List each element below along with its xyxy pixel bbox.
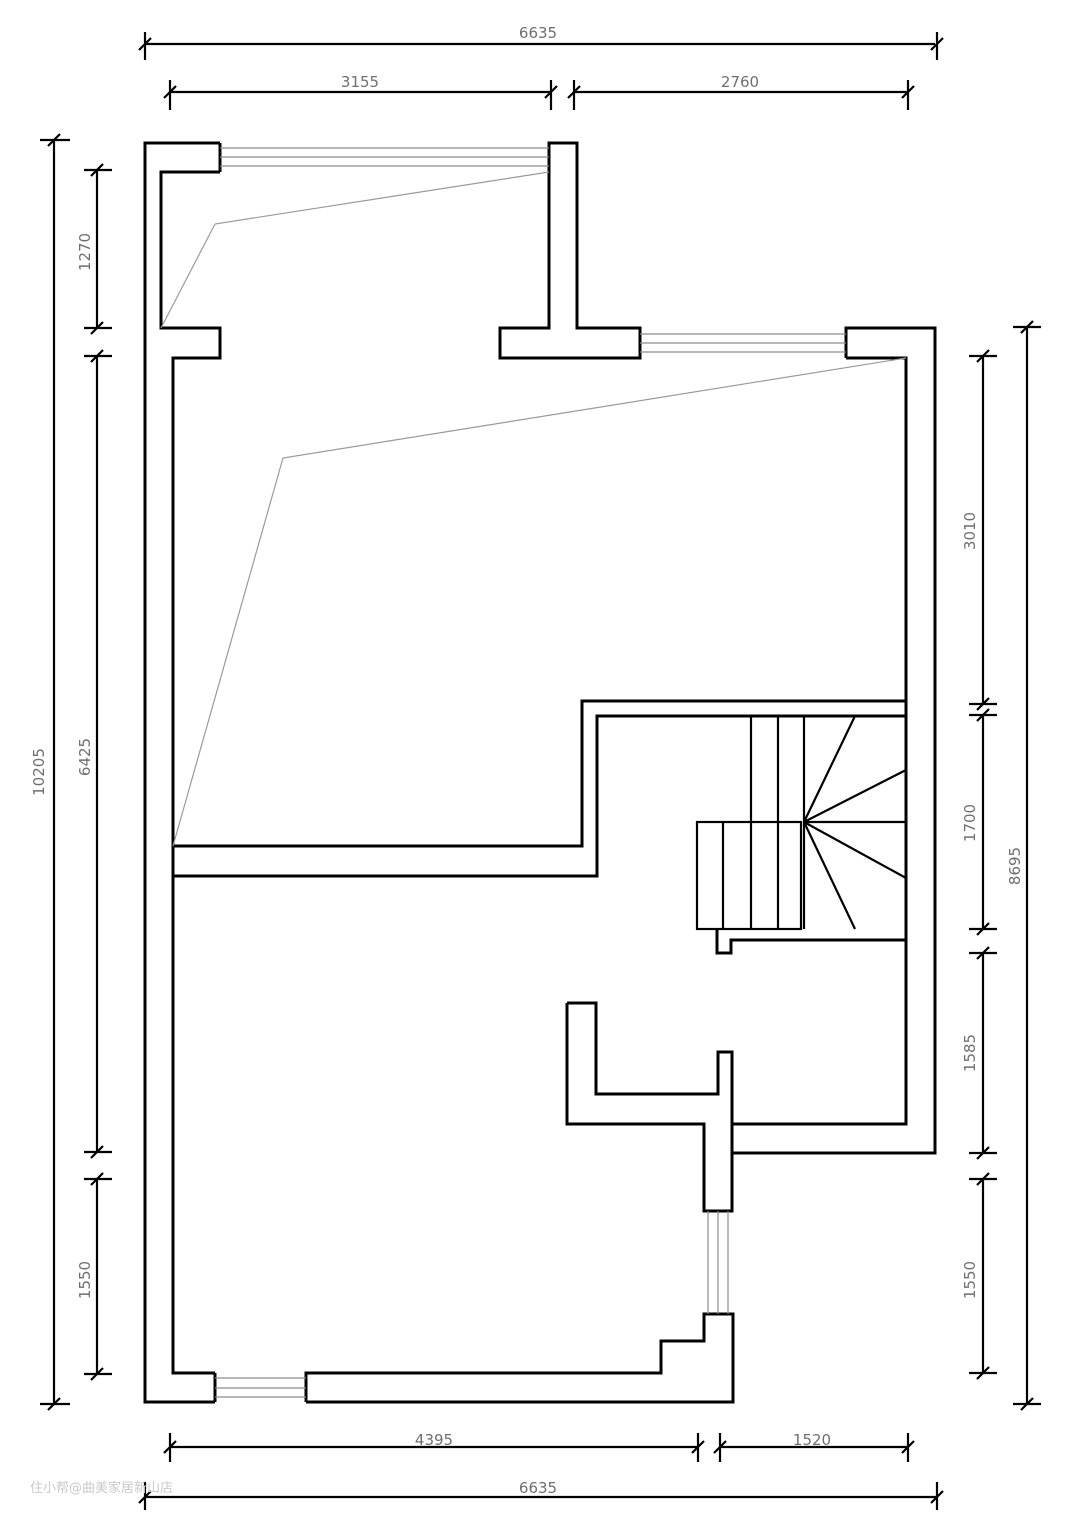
dim-left-top: 1270 (76, 233, 94, 271)
middle-partition (173, 699, 906, 848)
staircase (695, 715, 907, 931)
left-interior-wall-line (159, 170, 222, 1375)
left-exterior-wall (143, 141, 220, 1404)
dim-left-bottom: 1550 (76, 1261, 94, 1299)
dim-left-total: 10205 (30, 748, 48, 796)
dim-right-1: 3010 (961, 512, 979, 550)
middle-partition-inner (173, 714, 906, 878)
dim-left-middle: 6425 (76, 738, 94, 776)
right-exterior-wall (733, 326, 937, 1155)
walls (143, 141, 937, 1404)
dim-right-4: 1550 (961, 1261, 979, 1299)
right-interior-wall-line (733, 356, 908, 1126)
dim-top-right: 2760 (721, 73, 759, 91)
dim-right-total: 8695 (1006, 847, 1024, 885)
sightlines (160, 171, 907, 847)
dim-bottom-total: 6635 (519, 1479, 557, 1497)
dim-right-3: 1585 (961, 1034, 979, 1072)
windows (215, 147, 846, 1398)
dim-bottom-left: 4395 (415, 1431, 453, 1449)
stair-base-wall (715, 929, 906, 955)
top-pillar (498, 141, 642, 360)
dim-right-2: 1700 (961, 804, 979, 842)
lower-partition (565, 1001, 734, 1213)
dim-top-left: 3155 (341, 73, 379, 91)
dim-bottom-right: 1520 (793, 1431, 831, 1449)
bottom-wall (304, 1312, 735, 1404)
dimensions: 6635 3155 2760 4395 1520 6635 10205 1270 (30, 24, 1041, 1510)
watermark: 住小帮@曲美家居新山店 (30, 1480, 173, 1496)
dim-top-total: 6635 (519, 24, 557, 42)
